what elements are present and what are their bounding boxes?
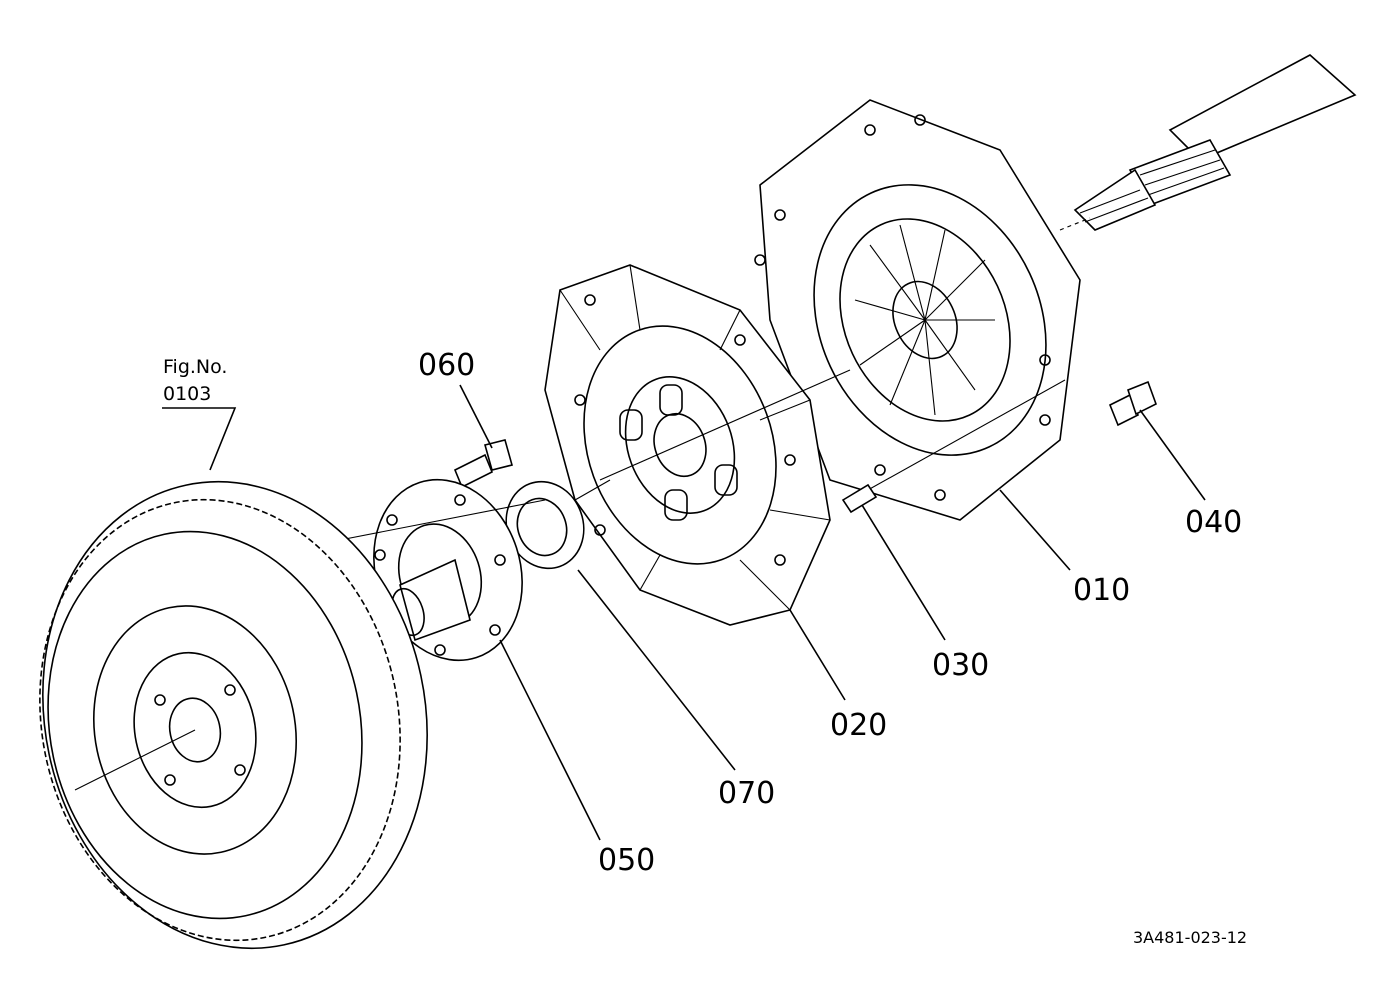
spring-pin (841, 483, 878, 514)
callout-labels: 010 020 030 040 050 060 070 (418, 348, 1242, 878)
flywheel-hub (339, 478, 546, 662)
figure-reference: Fig.No. 0103 (163, 356, 227, 405)
callout-030: 030 (932, 648, 989, 683)
callout-010: 010 (1073, 573, 1130, 608)
drawing-code: 3A481-023-12 (1133, 928, 1247, 947)
callout-020: 020 (830, 708, 887, 743)
leader-lines (162, 384, 1206, 841)
figure-ref-label: Fig.No. (163, 356, 227, 378)
clutch-cover-assembly (754, 99, 1081, 521)
clutch-disc (544, 264, 851, 626)
callout-060: 060 (418, 348, 475, 383)
cover-bolt (1108, 380, 1157, 427)
callout-040: 040 (1185, 505, 1242, 540)
figure-ref-number: 0103 (163, 383, 211, 405)
input-shaft (1059, 54, 1357, 231)
flywheel (39, 480, 428, 950)
hub-bolt (453, 439, 513, 489)
callout-050: 050 (598, 843, 655, 878)
callout-070: 070 (718, 776, 775, 811)
